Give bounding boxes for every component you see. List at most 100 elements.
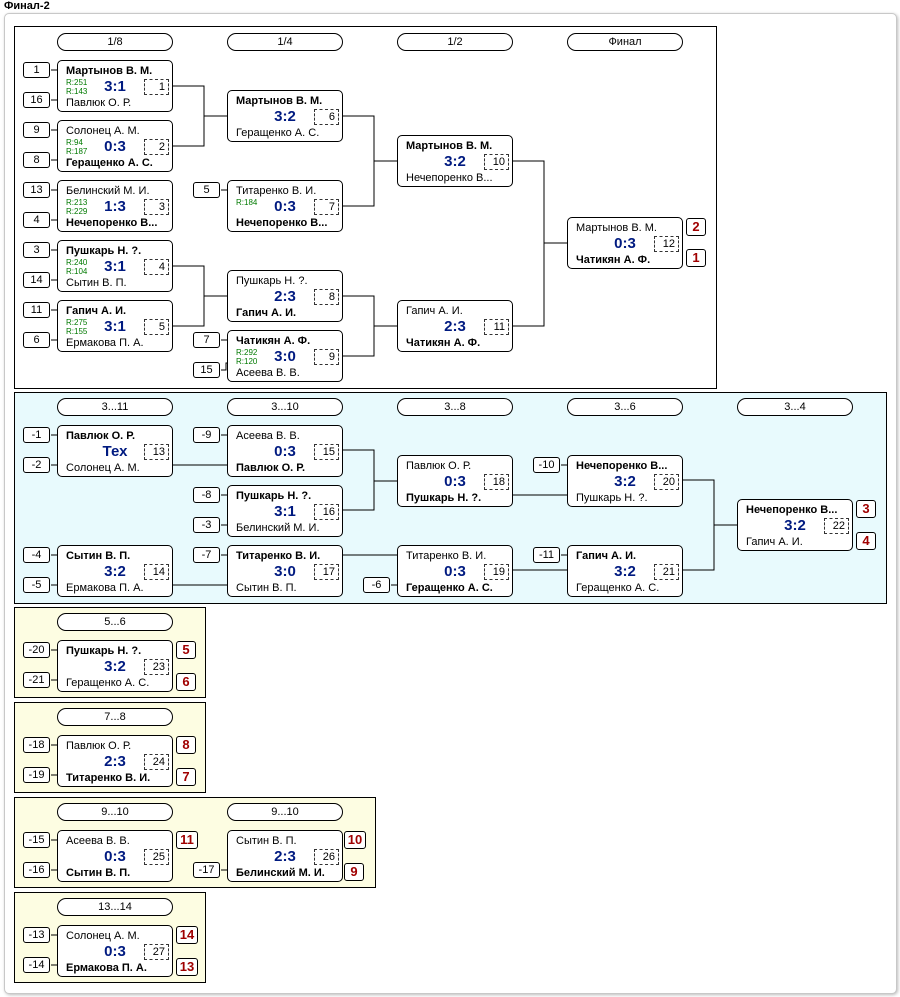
- match-card[interactable]: Солонец А. М. 0:3 27 Ермакова П. А.: [57, 925, 173, 977]
- match-card[interactable]: Нечепоренко В... 3:2 22 Гапич А. И.: [737, 499, 853, 551]
- round-header-final: Финал: [567, 33, 683, 51]
- player-1: Солонец А. М.: [66, 125, 140, 137]
- match-card[interactable]: Нечепоренко В... 3:2 20 Пушкарь Н. ?.: [567, 455, 683, 507]
- match-card[interactable]: Гапич А. И. R:275 R:155 3:1 5 Ермакова П…: [57, 300, 173, 352]
- match-number: 10: [484, 154, 509, 170]
- round-header-1-8: 1/8: [57, 33, 173, 51]
- player-2: Чатикян А. Ф.: [576, 254, 651, 266]
- seed-box: -1: [23, 427, 50, 443]
- seed-box: -6: [363, 577, 390, 593]
- match-score: 0:3: [104, 848, 126, 865]
- player-2: Нечепоренко В...: [406, 172, 493, 184]
- match-number: 23: [144, 659, 169, 675]
- player-2: Гапич А. И.: [236, 307, 297, 319]
- player-1: Павлюк О. Р.: [406, 460, 472, 472]
- match-number: 13: [144, 444, 169, 460]
- match-number: 15: [314, 444, 339, 460]
- round-header-7-8: 7...8: [57, 708, 173, 726]
- round-header-3-10: 3...10: [227, 398, 343, 416]
- seed-box: -2: [23, 457, 50, 473]
- match-card[interactable]: Павлюк О. Р. Тех 13 Солонец А. М.: [57, 425, 173, 477]
- player-1: Чатикян А. Ф.: [236, 335, 311, 347]
- match-card[interactable]: Гапич А. И. 3:2 21 Геращенко А. С.: [567, 545, 683, 597]
- rating-2: R:229: [66, 207, 88, 216]
- round-header-3-4: 3...4: [737, 398, 853, 416]
- match-card[interactable]: Титаренко В. И. 3:0 17 Сытин В. П.: [227, 545, 343, 597]
- seed-box: -19: [23, 767, 50, 783]
- seed-box: -21: [23, 672, 50, 688]
- match-card[interactable]: Пушкарь Н. ?. 3:1 16 Белинский М. И.: [227, 485, 343, 537]
- match-card[interactable]: Пушкарь Н. ?. R:240 R:104 3:1 4 Сытин В.…: [57, 240, 173, 292]
- match-number: 20: [654, 474, 679, 490]
- player-1: Титаренко В. И.: [236, 550, 321, 562]
- rating-1: R:275: [66, 318, 88, 327]
- match-number: 3: [144, 199, 169, 215]
- round-header-3-6: 3...6: [567, 398, 683, 416]
- player-1: Мартынов В. М.: [236, 95, 323, 107]
- seed-box: -15: [23, 832, 50, 848]
- seed-box: 1: [23, 62, 50, 78]
- player-1: Нечепоренко В...: [576, 460, 668, 472]
- place-badge: 10: [344, 831, 366, 849]
- seed-box: -18: [23, 737, 50, 753]
- player-2: Ермакова П. А.: [66, 337, 144, 349]
- player-1: Пушкарь Н. ?.: [236, 275, 308, 287]
- seed-box: -8: [193, 487, 220, 503]
- player-1: Мартынов В. М.: [576, 222, 657, 234]
- match-card[interactable]: Титаренко В. И. 0:3 19 Геращенко А. С.: [397, 545, 513, 597]
- match-card[interactable]: Мартынов В. М. 0:3 12 Чатикян А. Ф.: [567, 217, 683, 269]
- match-card[interactable]: Мартынов В. М. R:251 R:143 3:1 1 Павлюк …: [57, 60, 173, 112]
- rating-2: R:143: [66, 87, 88, 96]
- match-number: 25: [144, 849, 169, 865]
- match-card[interactable]: Павлюк О. Р. 0:3 18 Пушкарь Н. ?.: [397, 455, 513, 507]
- match-score: Тех: [102, 443, 128, 460]
- player-2: Титаренко В. И.: [66, 772, 151, 784]
- player-1: Сытин В. П.: [236, 835, 297, 847]
- match-number: 7: [314, 199, 339, 215]
- player-1: Пушкарь Н. ?.: [236, 490, 312, 502]
- player-2: Павлюк О. Р.: [66, 97, 132, 109]
- seed-box: 3: [23, 242, 50, 258]
- match-card[interactable]: Сытин В. П. 3:2 14 Ермакова П. А.: [57, 545, 173, 597]
- seed-box: -5: [23, 577, 50, 593]
- match-card[interactable]: Титаренко В. И. R:184 0:3 7 Нечепоренко …: [227, 180, 343, 232]
- player-2: Ермакова П. А.: [66, 582, 144, 594]
- match-card[interactable]: Чатикян А. Ф. R:292 R:120 3:0 9 Асеева В…: [227, 330, 343, 382]
- match-card[interactable]: Белинский М. И. R:213 R:229 1:3 3 Нечепо…: [57, 180, 173, 232]
- place-badge: 2: [686, 218, 706, 236]
- player-1: Мартынов В. М.: [66, 65, 153, 77]
- match-score: 3:0: [274, 348, 296, 365]
- match-score: 0:3: [104, 138, 126, 155]
- match-card[interactable]: Пушкарь Н. ?. 2:3 8 Гапич А. И.: [227, 270, 343, 322]
- match-card[interactable]: Асеева В. В. 0:3 15 Павлюк О. Р.: [227, 425, 343, 477]
- match-number: 17: [314, 564, 339, 580]
- seed-box: 14: [23, 272, 50, 288]
- player-2: Пушкарь Н. ?.: [406, 492, 482, 504]
- player-1: Асеева В. В.: [236, 430, 300, 442]
- match-card[interactable]: Мартынов В. М. 3:2 6 Геращенко А. С.: [227, 90, 343, 142]
- match-score: 0:3: [444, 563, 466, 580]
- match-card[interactable]: Павлюк О. Р. 2:3 24 Титаренко В. И.: [57, 735, 173, 787]
- seed-box: 4: [23, 212, 50, 228]
- match-card[interactable]: Сытин В. П. 2:3 26 Белинский М. И.: [227, 830, 343, 882]
- place-badge: 11: [176, 831, 198, 849]
- seed-box: -7: [193, 547, 220, 563]
- place-badge: 8: [176, 736, 196, 754]
- match-card[interactable]: Гапич А. И. 2:3 11 Чатикян А. Ф.: [397, 300, 513, 352]
- player-2: Белинский М. И.: [236, 522, 320, 534]
- place-badge: 14: [176, 926, 198, 944]
- round-header-13-14: 13...14: [57, 898, 173, 916]
- match-number: 9: [314, 349, 339, 365]
- match-card[interactable]: Пушкарь Н. ?. 3:2 23 Геращенко А. С.: [57, 640, 173, 692]
- match-score: 3:1: [104, 258, 126, 275]
- match-score: 0:3: [274, 198, 296, 215]
- player-1: Солонец А. М.: [66, 930, 140, 942]
- match-score: 2:3: [274, 288, 296, 305]
- match-card[interactable]: Асеева В. В. 0:3 25 Сытин В. П.: [57, 830, 173, 882]
- seed-box: 8: [23, 152, 50, 168]
- match-card[interactable]: Мартынов В. М. 3:2 10 Нечепоренко В...: [397, 135, 513, 187]
- seed-box: 9: [23, 122, 50, 138]
- player-2: Асеева В. В.: [236, 367, 300, 379]
- match-card[interactable]: Солонец А. М. R:94 R:187 0:3 2 Геращенко…: [57, 120, 173, 172]
- seed-box: -9: [193, 427, 220, 443]
